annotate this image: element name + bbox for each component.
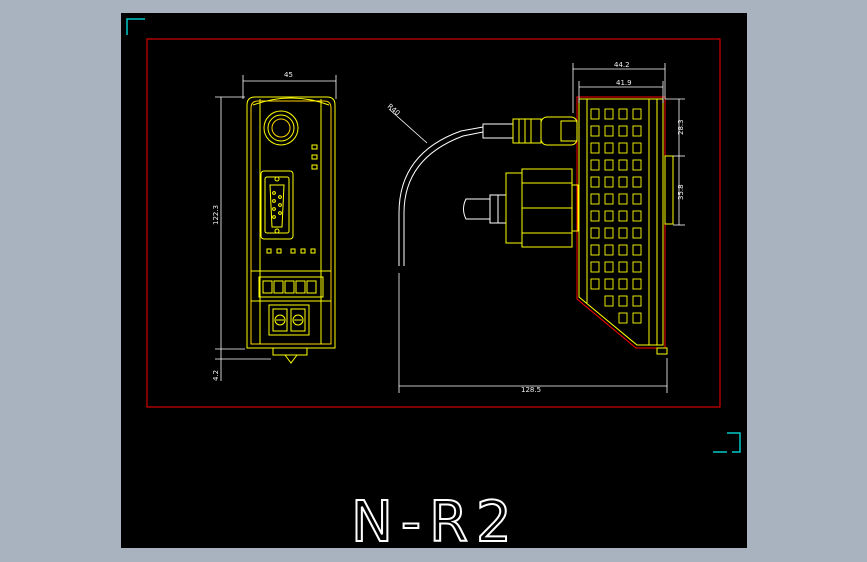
cooling-fin	[618, 210, 628, 222]
cooling-fin	[604, 108, 614, 120]
drawing-frame	[146, 38, 721, 408]
cooling-fin	[618, 176, 628, 188]
cooling-fins	[590, 108, 642, 324]
cooling-fin	[632, 210, 642, 222]
cooling-fin	[632, 108, 642, 120]
dim-total-length: 128.5	[521, 386, 541, 394]
cooling-fin	[604, 244, 614, 256]
cooling-fin	[604, 278, 614, 290]
cooling-fin	[618, 278, 628, 290]
cooling-fin	[604, 295, 614, 307]
dim-side-top: 28.3	[677, 119, 685, 135]
front-view	[246, 96, 336, 364]
side-dimensions	[398, 63, 685, 393]
cooling-fin	[590, 210, 600, 222]
cooling-fin	[604, 261, 614, 273]
corner-mark-bottom-right	[713, 432, 741, 453]
db9-connector-icon	[260, 170, 294, 240]
cad-viewport[interactable]: 45 122.3 4.2	[121, 13, 747, 548]
cooling-fin	[618, 261, 628, 273]
cooling-fin	[590, 261, 600, 273]
cooling-fin	[632, 193, 642, 205]
dim-side-inner: 41.9	[616, 79, 632, 87]
cooling-fin	[632, 125, 642, 137]
corner-mark-top-left	[126, 18, 145, 35]
dim-side-mid: 35.8	[677, 184, 685, 200]
dim-front-width: 45	[284, 71, 293, 79]
front-dimensions	[215, 75, 337, 381]
cable-assembly	[388, 108, 579, 266]
cooling-fin	[604, 142, 614, 154]
cooling-fin	[604, 210, 614, 222]
cooling-fin	[618, 295, 628, 307]
cooling-fin	[590, 227, 600, 239]
cooling-fin	[632, 159, 642, 171]
cooling-fin	[632, 312, 642, 324]
cooling-fin	[618, 125, 628, 137]
power-terminal-icon	[268, 304, 310, 336]
dim-cable-radius: R40	[386, 102, 402, 117]
cooling-fin	[590, 278, 600, 290]
cooling-fin	[618, 193, 628, 205]
dim-side-outer: 44.2	[614, 61, 630, 69]
round-connector-icon	[263, 110, 299, 146]
cad-drawing: 45 122.3 4.2	[126, 18, 741, 548]
cooling-fin	[632, 244, 642, 256]
drawing-title: N-R2	[351, 490, 520, 548]
cooling-fin	[590, 125, 600, 137]
cooling-fin	[632, 278, 642, 290]
dim-front-height: 122.3	[212, 205, 220, 225]
cooling-fin	[618, 244, 628, 256]
terminal-strip	[258, 276, 324, 298]
cooling-fin	[604, 176, 614, 188]
cooling-fin	[632, 261, 642, 273]
cooling-fin	[590, 142, 600, 154]
cooling-fin	[590, 193, 600, 205]
cooling-fin	[604, 125, 614, 137]
cooling-fin	[618, 142, 628, 154]
cooling-fin	[632, 295, 642, 307]
cooling-fin	[632, 227, 642, 239]
cooling-fin	[590, 159, 600, 171]
cooling-fin	[604, 227, 614, 239]
cooling-fin	[590, 244, 600, 256]
cooling-fin	[618, 159, 628, 171]
cooling-fin	[632, 176, 642, 188]
cooling-fin	[618, 108, 628, 120]
cooling-fin	[604, 159, 614, 171]
cooling-fin	[590, 176, 600, 188]
cooling-fin	[618, 312, 628, 324]
cooling-fin	[632, 142, 642, 154]
side-view	[576, 96, 674, 355]
dim-base-offset: 4.2	[212, 370, 220, 381]
cooling-fin	[604, 193, 614, 205]
cooling-fin	[590, 108, 600, 120]
cooling-fin	[618, 227, 628, 239]
